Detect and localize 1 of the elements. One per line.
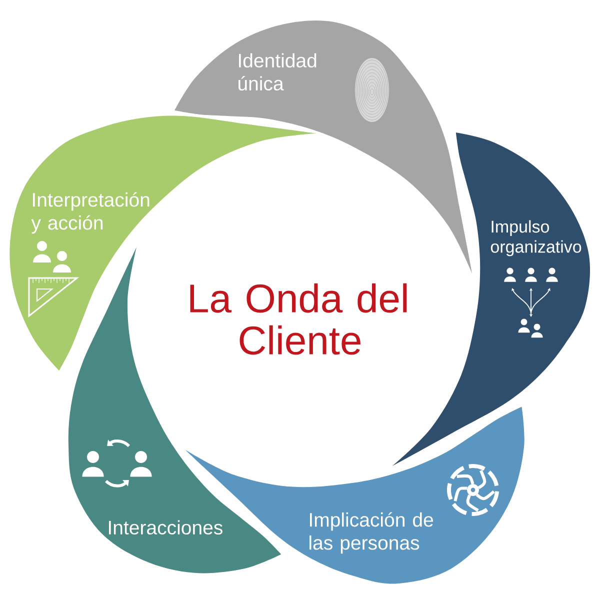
wave-segment: Identidad única: [174, 20, 472, 274]
